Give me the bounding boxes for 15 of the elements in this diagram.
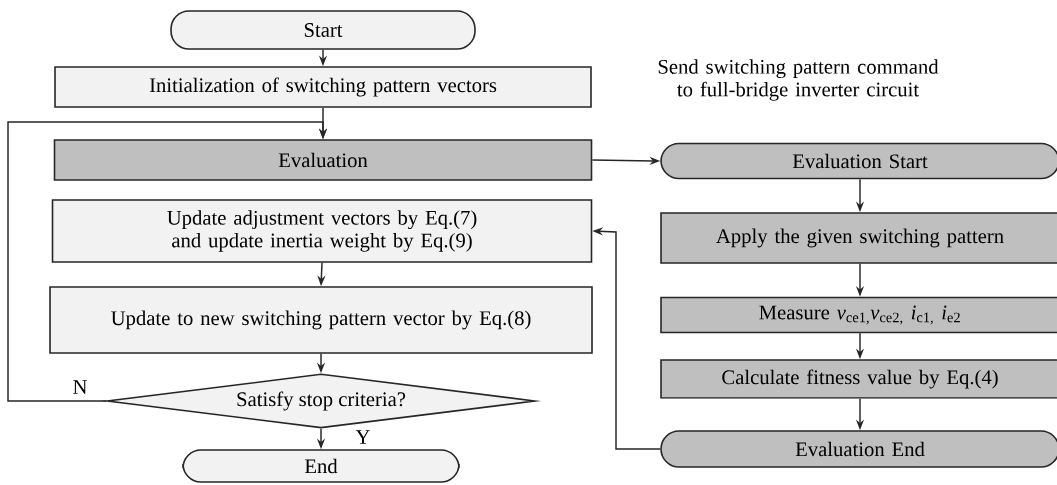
process-box: Initialization of switching pattern vectors: [54, 66, 592, 108]
process-box: Calculate fitness value by Eq.(4): [660, 359, 1057, 399]
edge-label: N: [71, 378, 89, 396]
terminal-box: Start: [170, 10, 476, 50]
terminal-box: Evaluation End: [660, 430, 1057, 468]
process-box: Apply the given switching pattern: [660, 212, 1057, 264]
process-box: Update adjustment vectors by Eq.(7) and update inertia weight by Eq.(9): [51, 199, 593, 263]
terminal-box: End: [182, 449, 460, 483]
annotation-text: Send switching pattern command to full-bridge inverter circuit: [658, 59, 939, 101]
terminal-box: Evaluation Start: [660, 142, 1057, 180]
arrow: [7, 121, 328, 402]
process-box: Evaluation: [53, 139, 593, 181]
edge-label: Y: [354, 428, 372, 446]
process-box: Measure v$_{ce1,}$v$_{ce2,}$ i$_{c1,}$ i$_{e2}$: [660, 296, 1057, 334]
process-box: Update to new switching pattern vector by Eq.(8): [49, 286, 593, 354]
